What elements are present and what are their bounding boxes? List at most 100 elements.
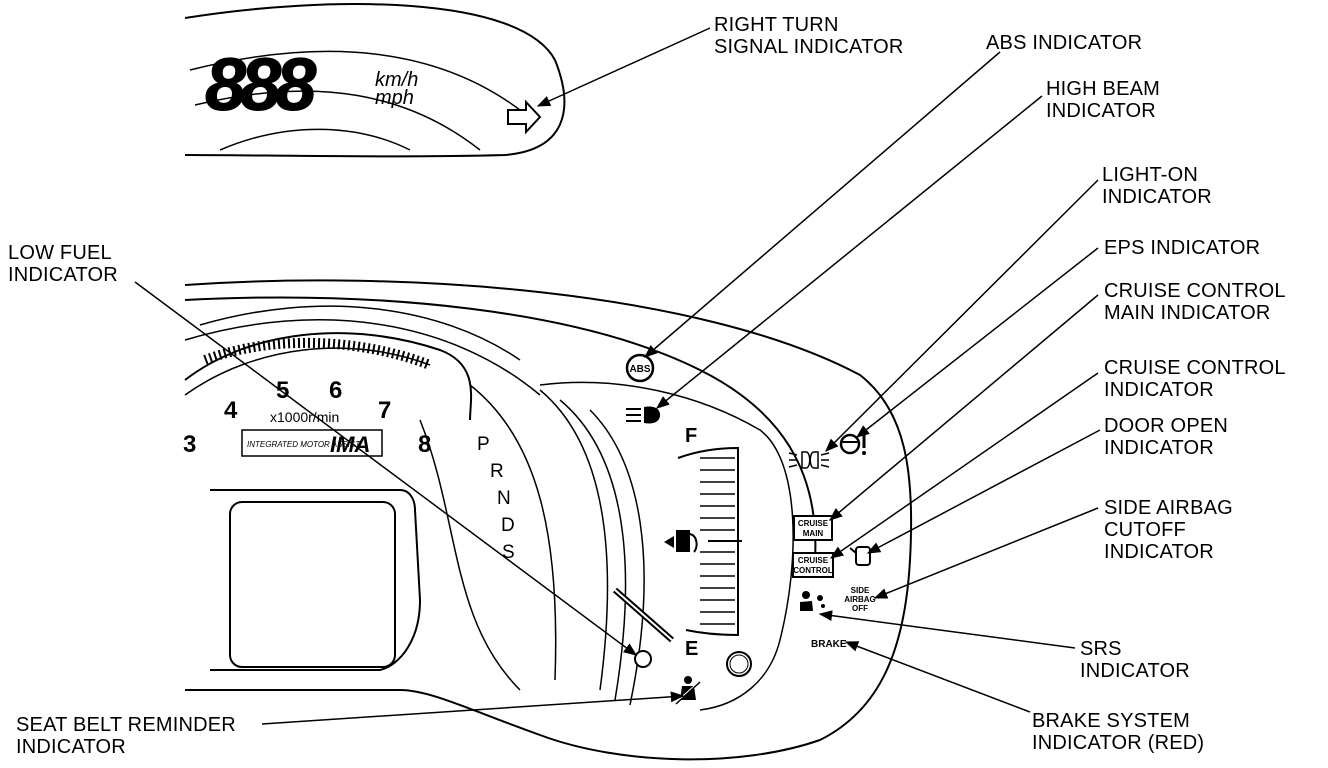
callout-line: INDICATOR <box>1104 379 1214 401</box>
callout-line: EPS INDICATOR <box>1104 237 1261 259</box>
callout-line: ABS INDICATOR <box>986 32 1143 54</box>
tach-number-3: 3 <box>183 431 196 458</box>
callout-eps: EPS INDICATOR <box>1104 237 1260 259</box>
callout-line: CUTOFF <box>1104 519 1186 541</box>
leader-brake <box>844 641 1031 713</box>
callout-line: MAIN INDICATOR <box>1104 302 1271 324</box>
light-on-indicator-icon <box>788 451 830 469</box>
fuel-full-mark: F <box>685 425 697 447</box>
leader-srs <box>818 610 1076 649</box>
tach-number-6: 6 <box>329 377 342 404</box>
leader-cruise-control <box>829 372 1099 559</box>
callout-srs: SRS INDICATOR <box>1080 638 1190 682</box>
fuel-gauge: F E <box>677 425 742 660</box>
leader-high-beam <box>655 95 1043 409</box>
callout-line: SIGNAL INDICATOR <box>714 36 904 58</box>
callout-cruise-main: CRUISE CONTROL MAIN INDICATOR <box>1104 280 1286 324</box>
callout-seat-belt: SEAT BELT REMINDER INDICATOR <box>16 714 236 758</box>
callout-line: HIGH BEAM <box>1046 78 1161 100</box>
leader-door-open <box>866 429 1101 554</box>
seat-belt-reminder-indicator-icon <box>675 676 701 705</box>
callout-line: INDICATOR <box>1104 437 1214 459</box>
callout-door-open: DOOR OPEN INDICATOR <box>1104 415 1228 459</box>
leader-light-on <box>825 179 1099 452</box>
callout-side-airbag: SIDE AIRBAG CUTOFF INDICATOR <box>1104 497 1233 563</box>
speed-unit-kmh: km/h <box>375 69 418 91</box>
callout-light-on: LIGHT-ON INDICATOR <box>1102 164 1212 208</box>
cruise-main-line-2: MAIN <box>803 529 824 538</box>
callout-right-turn-signal: RIGHT TURN SIGNAL INDICATOR <box>714 14 904 58</box>
leader-right-turn <box>536 27 711 107</box>
callout-line: DOOR OPEN <box>1104 415 1229 437</box>
callout-line: INDICATOR <box>8 264 118 286</box>
side-airbag-line-1: SIDE <box>851 586 870 595</box>
callout-high-beam: HIGH BEAM INDICATOR <box>1046 78 1160 122</box>
callout-line: SRS <box>1080 638 1122 660</box>
callout-cruise-control: CRUISE CONTROL INDICATOR <box>1104 357 1286 401</box>
callout-line: LOW FUEL <box>8 242 112 264</box>
ima-badge-text: INTEGRATED MOTOR ASSIST <box>247 440 361 449</box>
cruise-main-indicator-icon: CRUISE MAIN <box>793 515 833 541</box>
side-airbag-line-2: AIRBAG <box>844 595 876 604</box>
callout-line: CRUISE CONTROL <box>1104 357 1286 379</box>
cruise-control-line-2: CONTROL <box>793 566 833 575</box>
callout-line: RIGHT TURN <box>714 14 839 36</box>
callout-line: CRUISE CONTROL <box>1104 280 1286 302</box>
fuel-pump-icon <box>664 530 698 553</box>
right-turn-arrow-icon <box>507 99 542 135</box>
callout-line: SEAT BELT REMINDER <box>16 714 236 736</box>
callout-line: INDICATOR (RED) <box>1032 732 1205 754</box>
gear-r: R <box>490 461 504 482</box>
upper-speed-pod <box>184 3 566 158</box>
abs-indicator-icon: ABS <box>625 353 655 383</box>
gear-n: N <box>497 488 511 509</box>
callout-low-fuel: LOW FUEL INDICATOR <box>8 242 118 286</box>
trip-knob <box>726 651 752 677</box>
leader-side-airbag <box>873 507 1099 599</box>
side-airbag-line-3: OFF <box>852 604 868 613</box>
callout-line: LIGHT-ON <box>1102 164 1199 186</box>
tach-number-8: 8 <box>418 431 431 458</box>
callout-brake-system: BRAKE SYSTEM INDICATOR (RED) <box>1032 710 1204 754</box>
tach-numbers: 3 4 5 6 7 8 <box>183 377 431 458</box>
high-beam-indicator-icon <box>626 406 660 424</box>
gear-p: P <box>477 434 490 455</box>
leader-cruise-main <box>828 294 1099 521</box>
tach-unit: x1000r/min <box>270 409 339 425</box>
tach-number-4: 4 <box>224 397 238 424</box>
fuel-empty-mark: E <box>685 638 698 660</box>
brake-system-indicator-icon: BRAKE <box>811 639 847 650</box>
callout-line: INDICATOR <box>1080 660 1190 682</box>
side-airbag-cutoff-indicator-icon: SIDE AIRBAG OFF <box>844 586 876 613</box>
tach-number-5: 5 <box>276 377 289 404</box>
gear-d: D <box>501 515 515 536</box>
speed-digits: 888 <box>205 43 317 126</box>
low-fuel-indicator-icon <box>634 650 652 668</box>
cruise-control-indicator-icon: CRUISE CONTROL <box>792 552 834 578</box>
callout-line: BRAKE SYSTEM <box>1032 710 1190 732</box>
ima-badge: INTEGRATED MOTOR ASSIST IMA <box>241 429 383 457</box>
callout-line: SIDE AIRBAG <box>1104 497 1233 519</box>
speed-unit-mph: mph <box>375 87 414 109</box>
callout-line: INDICATOR <box>1104 541 1214 563</box>
callout-line: INDICATOR <box>1046 100 1156 122</box>
cruise-control-line-1: CRUISE <box>798 556 829 565</box>
leader-eps <box>855 247 1099 438</box>
leader-lines <box>134 27 1101 725</box>
abs-symbol-text: ABS <box>629 364 650 375</box>
callout-abs: ABS INDICATOR <box>986 32 1142 54</box>
leader-low-fuel <box>134 281 638 656</box>
gear-indicator: P R N D S <box>477 434 515 563</box>
eps-indicator-icon <box>839 432 866 455</box>
leader-seat-belt <box>261 691 685 725</box>
speed-digits-display: 888 km/h mph <box>205 43 419 127</box>
cruise-main-line-1: CRUISE <box>798 519 829 528</box>
callout-line: INDICATOR <box>16 736 126 758</box>
leader-abs <box>643 51 1001 358</box>
tachometer <box>184 305 541 421</box>
info-display <box>210 489 422 671</box>
door-open-indicator-icon <box>849 546 877 566</box>
callout-line: INDICATOR <box>1102 186 1212 208</box>
